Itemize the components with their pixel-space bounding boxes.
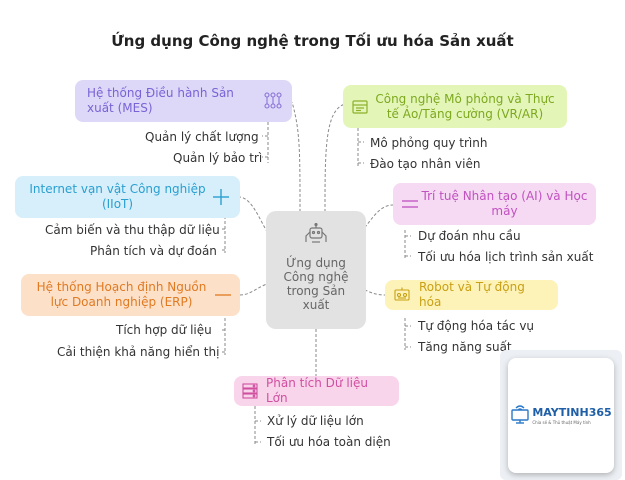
robot-icon: [303, 222, 329, 248]
branch-mes-label: Hệ thống Điều hành Sản xuất (MES): [87, 86, 234, 115]
branch-ai-label: Trí tuệ Nhân tạo (AI) và Học máy: [421, 189, 588, 218]
dash-icon: [212, 284, 234, 306]
leaf-ai-2: Tối ưu hóa lịch trình sản xuất: [418, 250, 594, 264]
leaf-erp-2: Cải thiện khả năng hiển thị: [57, 345, 220, 359]
robot-arm-icon: [391, 284, 413, 306]
leaf-big-data-2: Tối ưu hóa toàn diện: [267, 435, 391, 449]
leaf-vr-1: Mô phỏng quy trình: [370, 136, 488, 150]
leaf-iiot-1: Cảm biến và thu thập dữ liệu: [45, 223, 220, 237]
leaf-robot-2: Tăng năng suất: [418, 340, 512, 354]
leaf-ai-1: Dự đoán nhu cầu: [418, 229, 521, 243]
vr-headset-icon: [349, 96, 371, 118]
people-network-icon: [262, 90, 284, 112]
branch-ai: Trí tuệ Nhân tạo (AI) và Học máy: [393, 183, 596, 225]
logo-brand: MAYTINH365: [532, 406, 612, 419]
leaf-big-data-1: Xử lý dữ liệu lớn: [267, 414, 364, 428]
leaf-erp-1: Tích hợp dữ liệu: [116, 323, 212, 337]
branch-robot: Robot và Tự động hóa: [385, 280, 558, 310]
leaf-mes-2: Quản lý bảo trì: [173, 151, 263, 165]
plus-icon: [210, 186, 232, 208]
logo: MAYTINH365 Chia sẻ & Thủ thuật Máy tính: [510, 404, 612, 428]
branch-mes: Hệ thống Điều hành Sản xuất (MES): [75, 80, 292, 122]
branch-iiot-label: Internet vạn vật Công nghiệp (IIoT): [29, 182, 206, 211]
branch-big-data: Phân tích Dữ liệu Lớn: [234, 376, 399, 406]
leaf-vr-2: Đào tạo nhân viên: [370, 157, 481, 171]
logo-card: MAYTINH365 Chia sẻ & Thủ thuật Máy tính: [508, 358, 614, 473]
server-icon: [240, 380, 262, 402]
branch-vr-ar: Công nghệ Mô phỏng và Thực tế Ảo/Tăng cư…: [343, 85, 567, 128]
center-node: Ứng dụng Công nghệ trong Sản xuất: [266, 211, 366, 329]
branch-big-data-label: Phân tích Dữ liệu Lớn: [266, 376, 368, 405]
leaf-robot-1: Tự động hóa tác vụ: [418, 319, 535, 333]
lines-icon: [399, 193, 421, 215]
diagram-title: Ứng dụng Công nghệ trong Tối ưu hóa Sản …: [111, 32, 514, 50]
branch-robot-label: Robot và Tự động hóa: [419, 280, 525, 309]
leaf-iiot-2: Phân tích và dự đoán: [90, 244, 217, 258]
branch-iiot: Internet vạn vật Công nghiệp (IIoT): [15, 176, 240, 218]
center-label: Ứng dụng Công nghệ trong Sản xuất: [283, 256, 349, 312]
branch-erp: Hệ thống Hoạch định Nguồn lực Doanh nghi…: [21, 274, 240, 316]
logo-tagline: Chia sẻ & Thủ thuật Máy tính: [532, 420, 591, 425]
branch-erp-label: Hệ thống Hoạch định Nguồn lực Doanh nghi…: [36, 280, 207, 309]
leaf-mes-1: Quản lý chất lượng: [145, 130, 259, 144]
monitor-wifi-icon: [510, 404, 532, 428]
branch-vr-ar-label: Công nghệ Mô phỏng và Thực tế Ảo/Tăng cư…: [375, 91, 555, 121]
